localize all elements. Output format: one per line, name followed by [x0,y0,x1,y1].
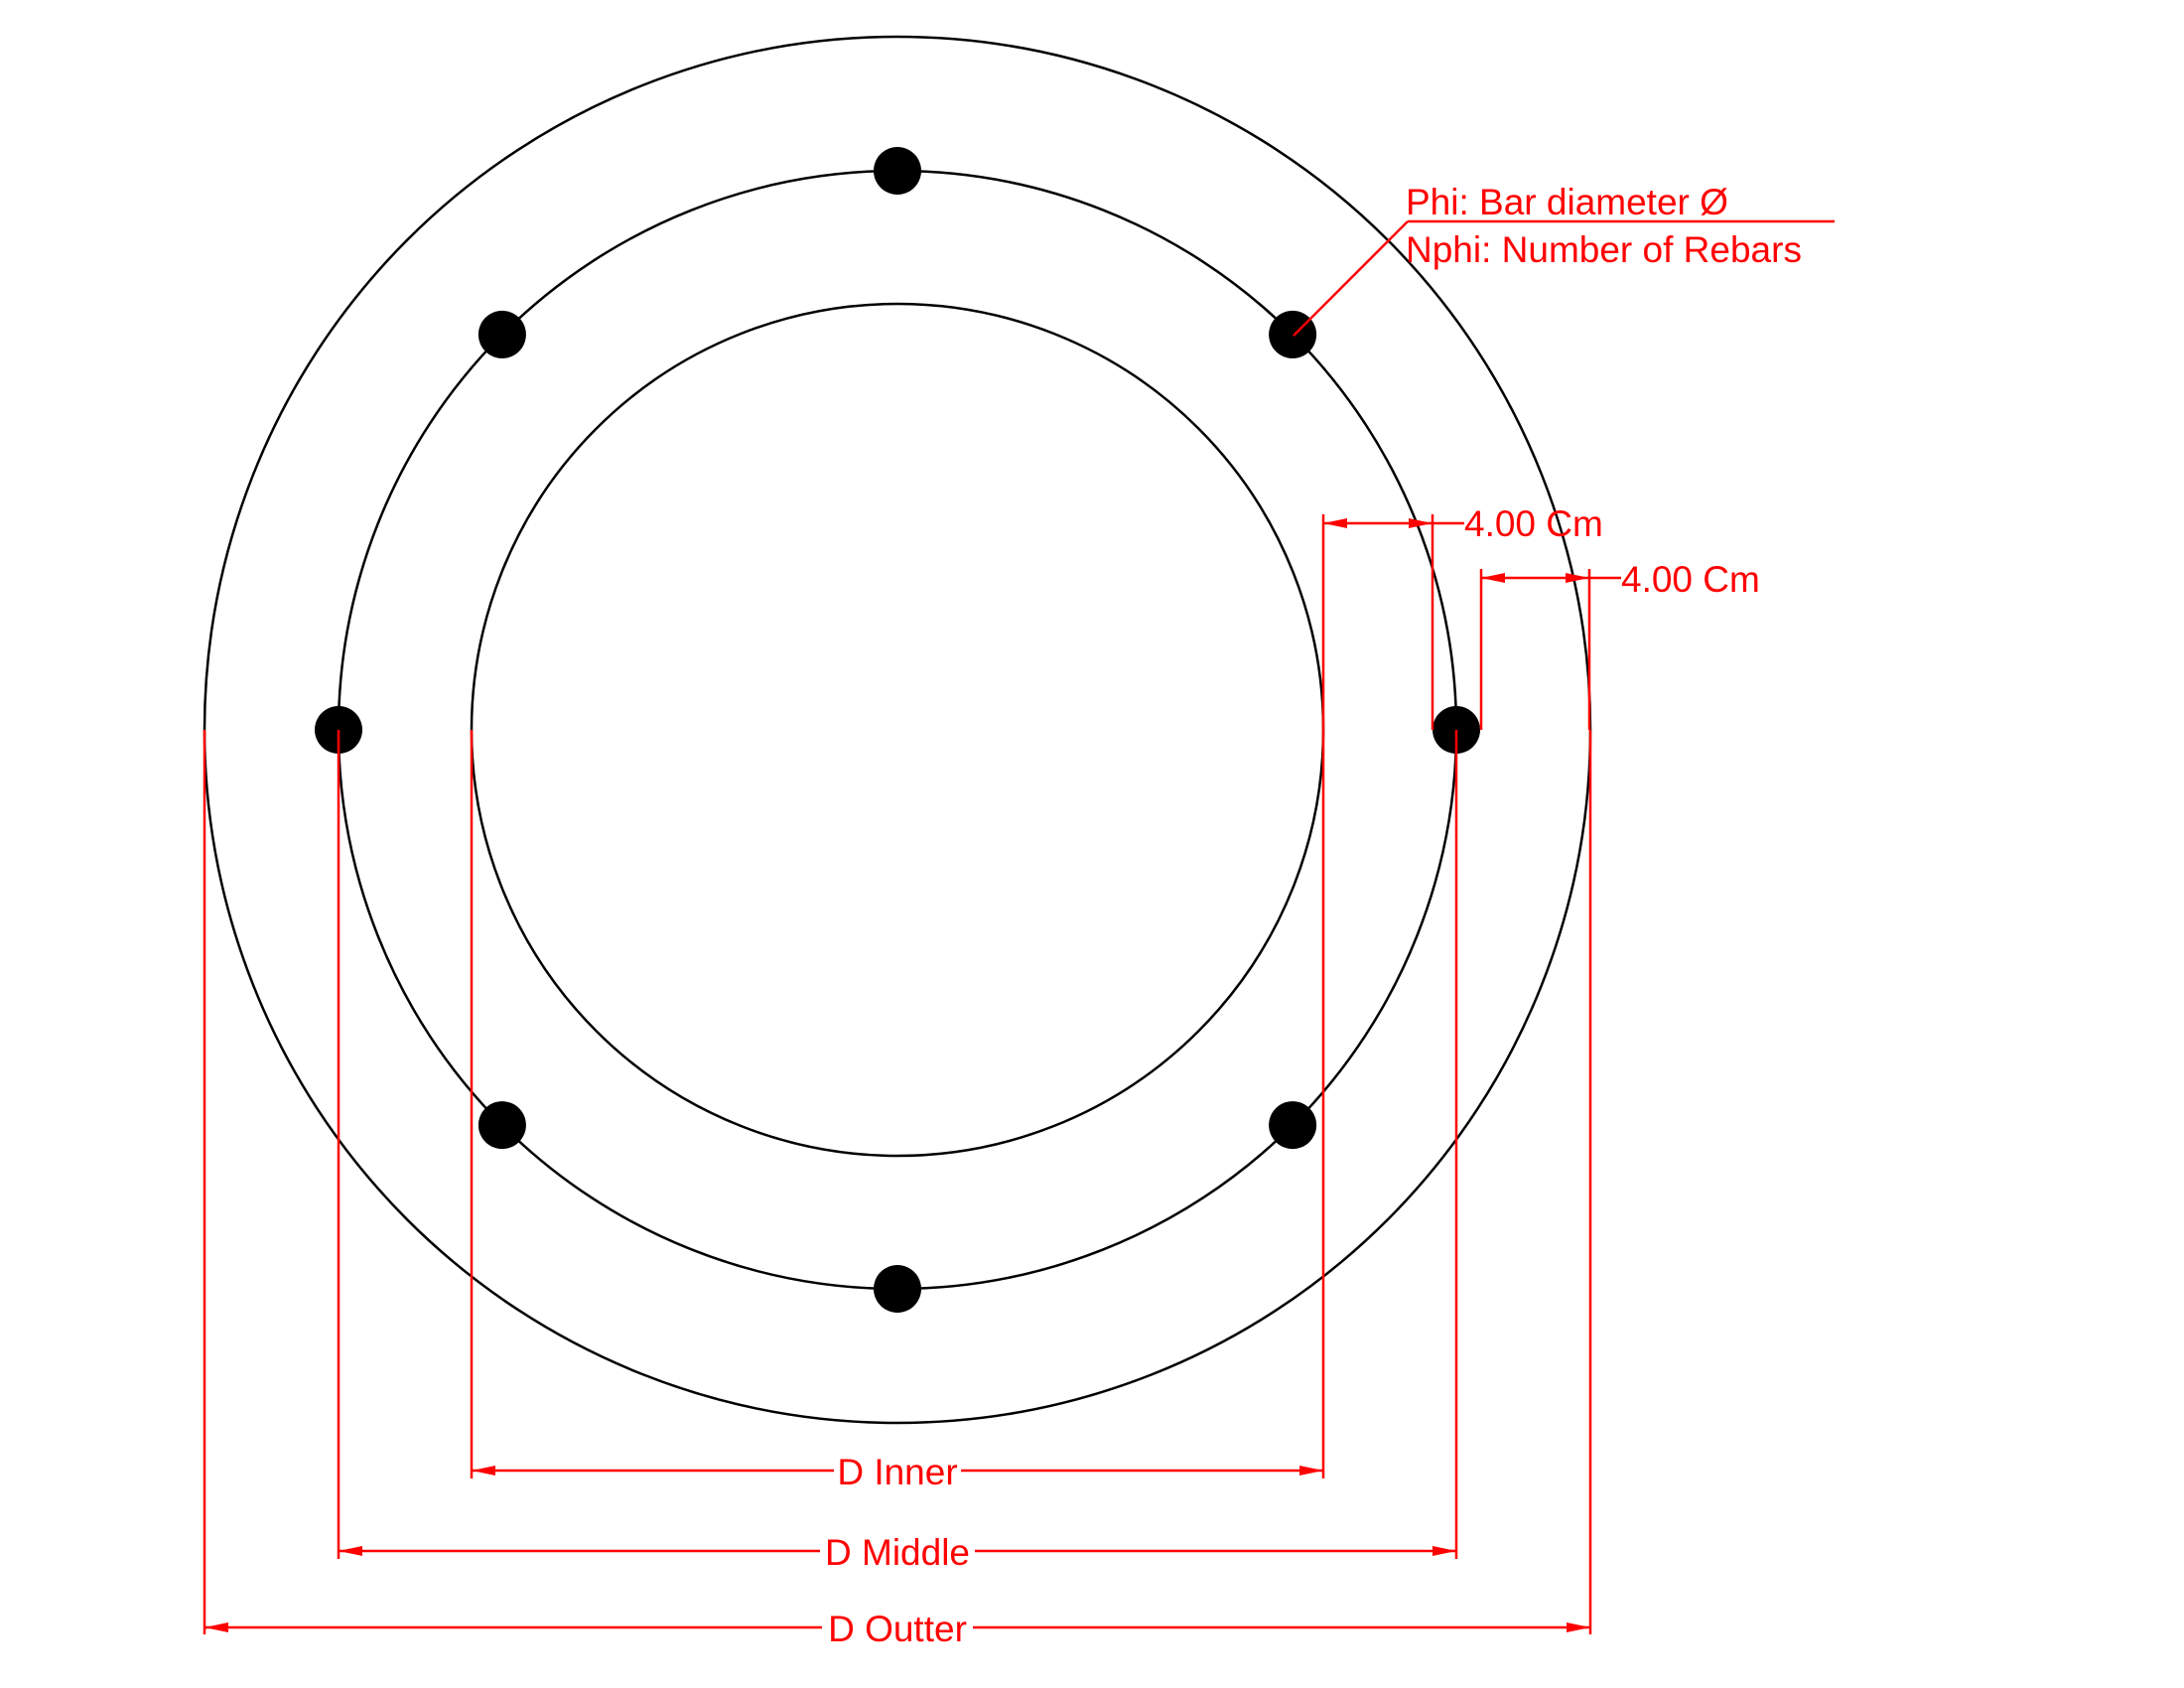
d-outer-dimension [203,730,1592,1634]
arrowhead [1299,1466,1323,1476]
rebar-leader [1293,219,1835,337]
d-inner-dimension [470,730,1325,1478]
arrowhead [472,1466,495,1476]
leader-line [1293,220,1409,337]
arrowhead [1409,518,1433,528]
arrowhead [1433,1546,1456,1556]
d-outer-label: D Outter [828,1609,967,1649]
rebar-group [315,147,1480,1313]
rebar-dot [874,147,921,195]
phi-label: Phi: Bar diameter Ø [1406,182,1728,222]
rebar-dot [874,1265,921,1313]
cover-inner-label: 4.00 Cm [1464,503,1603,544]
arrowhead [205,1622,228,1632]
arrowhead [1323,518,1347,528]
arrowhead [1566,573,1589,583]
cover-outer-label: 4.00 Cm [1621,559,1760,600]
arrowhead [1567,1622,1590,1632]
d-middle-label: D Middle [825,1532,970,1573]
d-middle-dimension [337,730,1458,1559]
arrowhead [1481,573,1505,583]
rebar-dot [1269,310,1317,358]
arrowhead [339,1546,362,1556]
rebar-dot [1269,1101,1317,1150]
rebar-dot [478,1101,526,1150]
nphi-label: Nphi: Number of Rebars [1406,229,1802,270]
rebar-dot [478,310,526,358]
d-inner-label: D Inner [837,1452,957,1492]
